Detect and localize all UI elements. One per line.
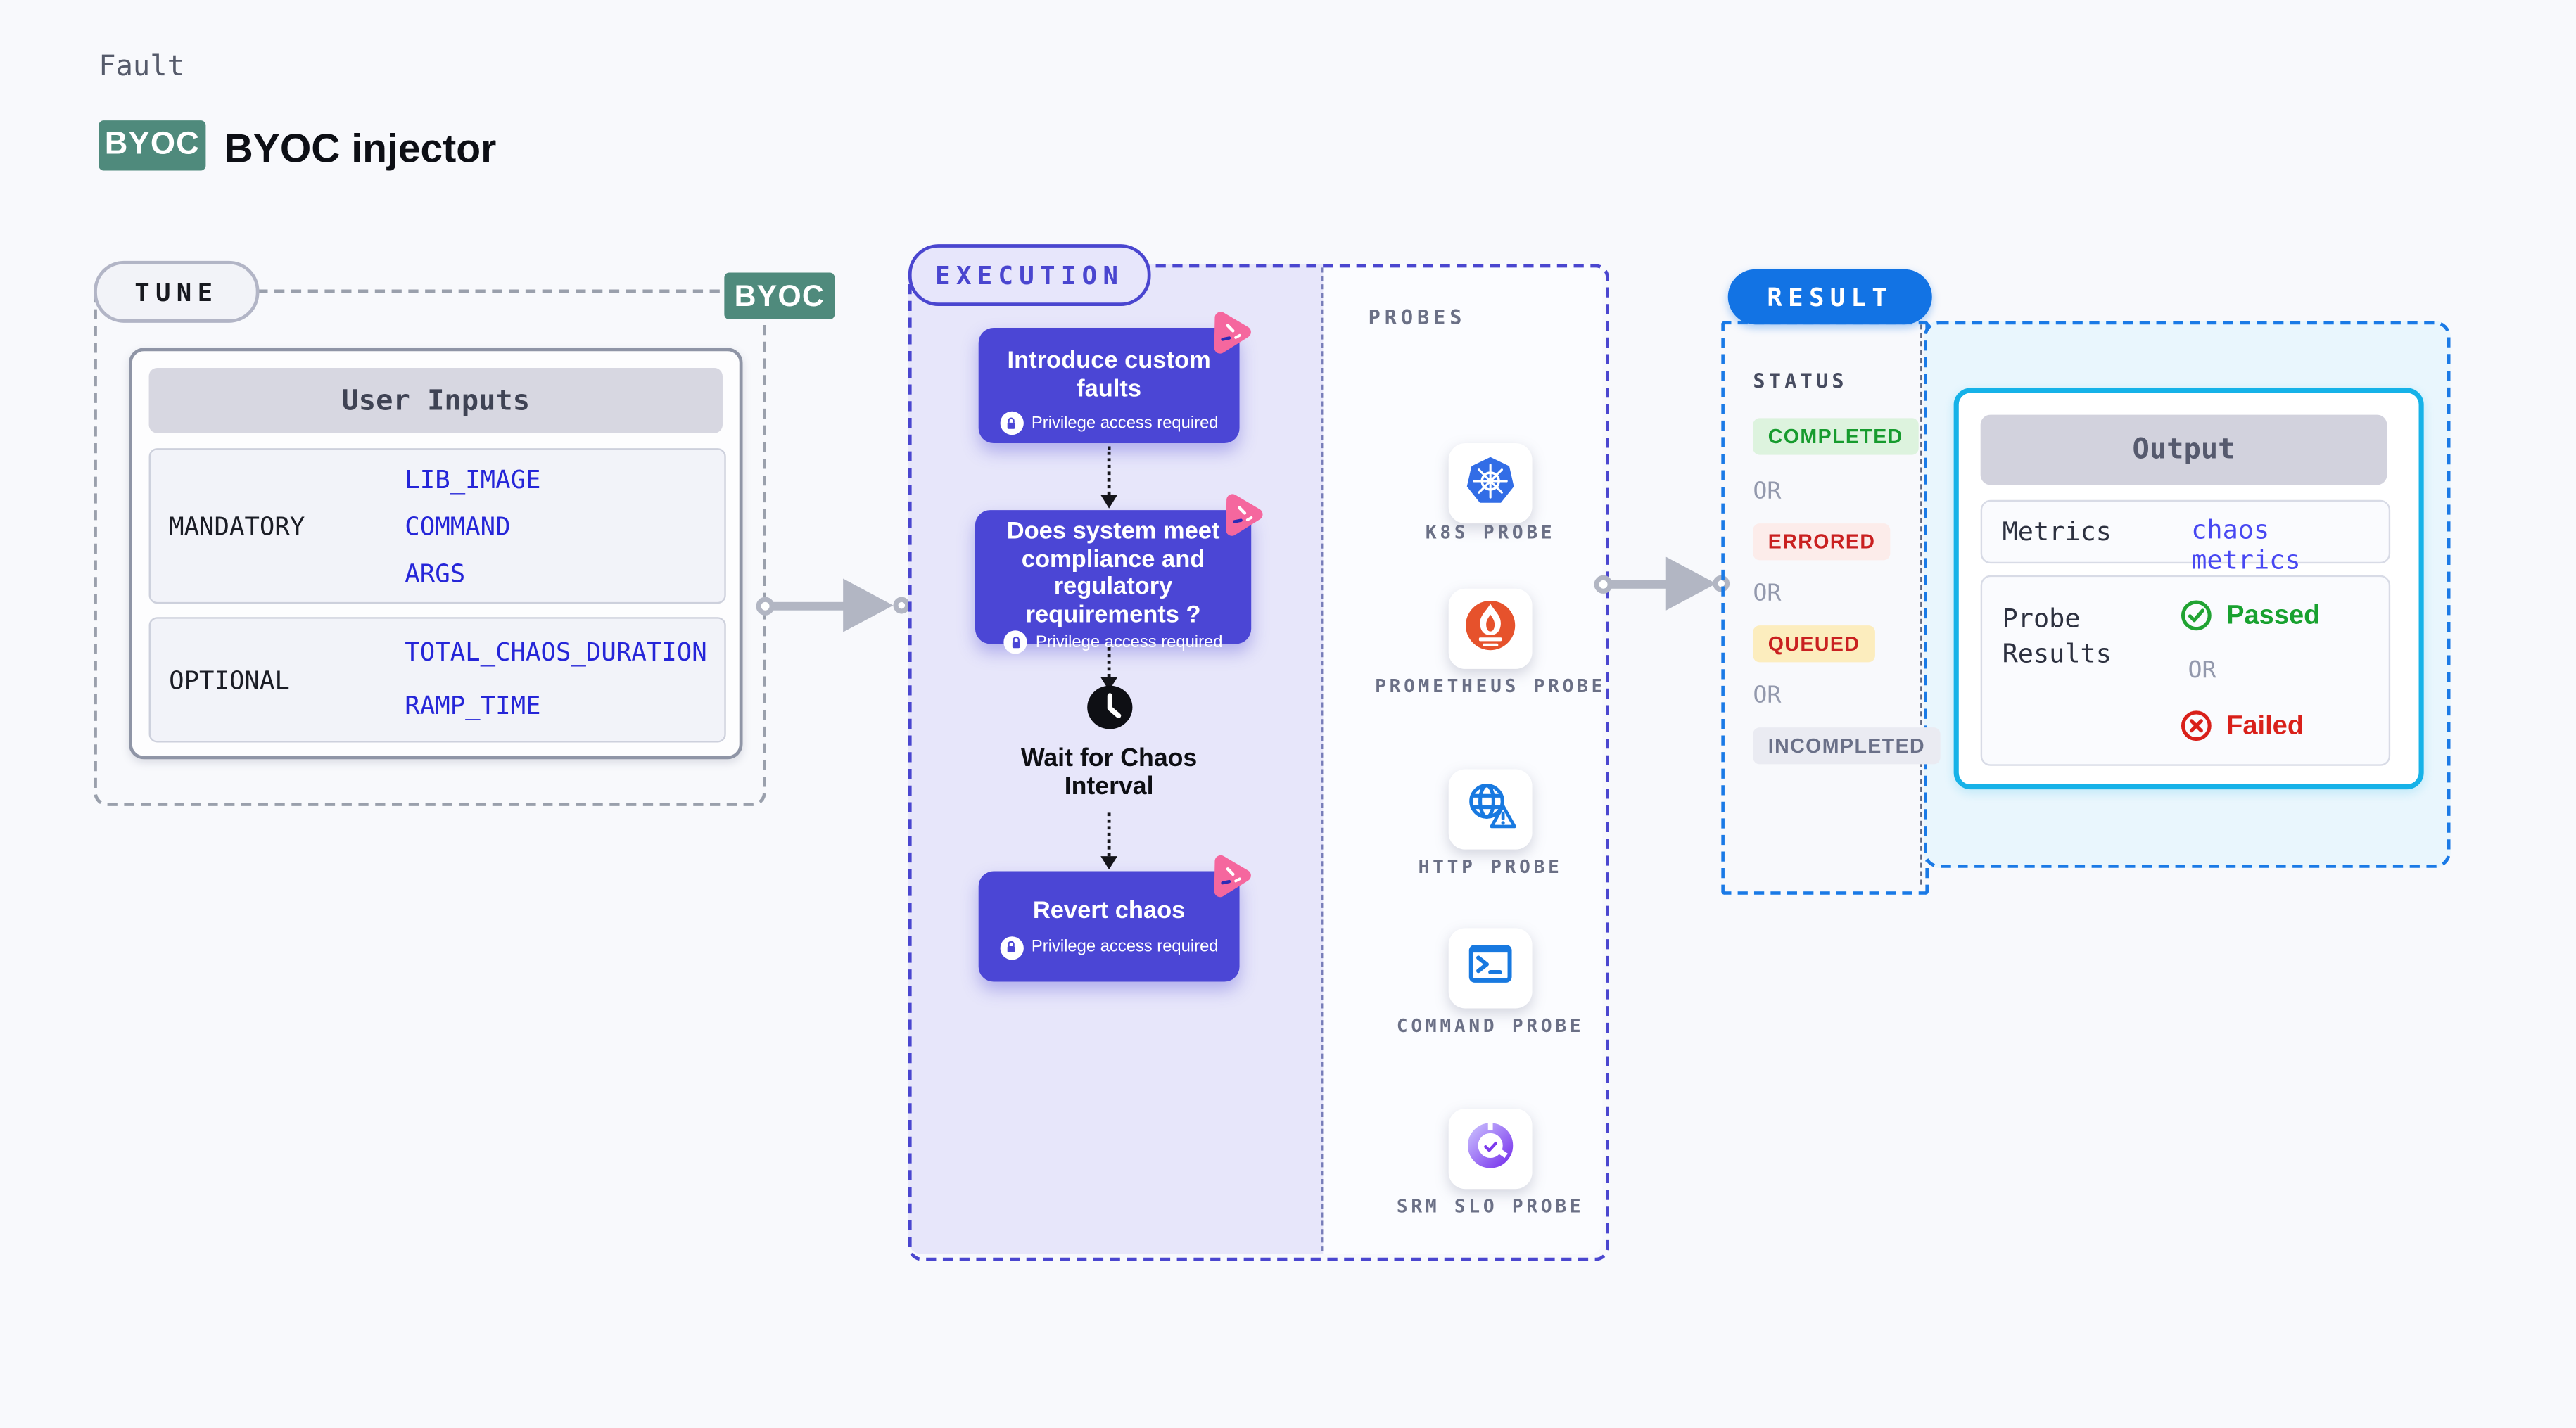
privilege-note-text: Privilege access required (1035, 632, 1223, 651)
user-inputs-card: User Inputs MANDATORY LIB_IMAGE COMMAND … (129, 348, 743, 760)
terminal-icon (1460, 934, 1521, 1002)
byoc-corner-tag: BYOC (724, 272, 835, 320)
probe-results-row: Probe Results Passed OR Failed (1980, 575, 2391, 766)
flow-connector (1107, 647, 1111, 677)
step-compliance-check: Does system meet compliance and regulato… (975, 494, 1263, 654)
probe-card-command (1448, 928, 1533, 1009)
probe-label: HTTP PROBE (1418, 856, 1563, 879)
globe-warning-icon (1460, 775, 1521, 843)
optional-label: OPTIONAL (169, 665, 290, 696)
or-label: OR (1753, 682, 1782, 709)
lock-icon (1003, 630, 1027, 654)
step-wait-title: Wait for Chaos Interval (1020, 744, 1198, 801)
execution-probes-divider (1321, 267, 1324, 1251)
status-badge-queued: QUEUED (1753, 625, 1875, 663)
step-title: Does system meet compliance and regulato… (1006, 518, 1220, 628)
step-revert-chaos: Revert chaos Privilege access required (978, 855, 1251, 982)
failed-label: Failed (2226, 712, 2304, 741)
flow-connector (1107, 812, 1111, 857)
execution-pill: EXECUTION (908, 244, 1151, 307)
privilege-note: Privilege access required (975, 630, 1251, 654)
connector-line (1609, 580, 1670, 589)
metrics-row: Metrics chaos metrics (1980, 499, 2391, 575)
metrics-label: Metrics (2002, 516, 2112, 547)
probes-section-label: PROBES (1368, 306, 1466, 330)
privilege-note: Privilege access required (979, 411, 1240, 435)
donut-check-icon (1460, 1114, 1521, 1182)
connector-end-node (893, 597, 911, 614)
arrow-down-icon (1100, 495, 1118, 509)
check-circle-icon (2180, 599, 2214, 632)
connector-line (770, 601, 845, 611)
input-value: LIB_IMAGE (405, 464, 541, 495)
mandatory-row: MANDATORY LIB_IMAGE COMMAND ARGS (148, 448, 726, 604)
input-value: TOTAL_CHAOS_DURATION (405, 637, 707, 668)
status-badge-errored: ERRORED (1753, 523, 1891, 561)
probe-label: COMMAND PROBE (1396, 1015, 1585, 1037)
or-label: OR (1753, 478, 1782, 505)
page-title: BYOC injector (224, 127, 497, 172)
result-status-box (1721, 321, 1929, 895)
connector-end-node (1713, 575, 1730, 592)
privilege-note: Privilege access required (979, 936, 1240, 960)
output-card: Output Metrics chaos metrics Probe Resul… (1953, 388, 2424, 790)
metrics-value: chaos metrics (2191, 515, 2301, 575)
flow-connector (1107, 446, 1111, 495)
step-title: Revert chaos (1032, 898, 1186, 925)
execution-group-box (908, 264, 1609, 1261)
probes-area (1323, 264, 1603, 1254)
arrow-right-icon (1665, 556, 1717, 611)
status-badge-incompleted: INCOMPLETED (1753, 727, 1941, 765)
privilege-note-text: Privilege access required (1031, 414, 1219, 433)
arrow-right-icon (843, 578, 894, 632)
probe-card-http (1448, 769, 1533, 850)
litmus-chaos-icon (1205, 852, 1255, 903)
or-label: OR (1753, 580, 1782, 607)
status-badge-completed: COMPLETED (1753, 418, 1919, 455)
fault-kicker: Fault (99, 50, 184, 84)
tune-pill: TUNE (94, 260, 260, 323)
probe-card-k8s (1448, 442, 1533, 524)
prometheus-icon (1460, 594, 1521, 663)
privilege-note-text: Privilege access required (1031, 938, 1219, 957)
probe-label: K8S PROBE (1425, 521, 1556, 544)
probe-label: PROMETHEUS PROBE (1375, 675, 1606, 698)
lock-icon (999, 411, 1024, 435)
status-section-label: STATUS (1753, 369, 1848, 393)
byoc-logo-badge: BYOC (99, 120, 206, 171)
step-introduce-custom-faults: Introduce custom faults Privilege access… (978, 312, 1251, 443)
status-output-divider (1920, 324, 1922, 885)
input-value: RAMP_TIME (405, 690, 541, 721)
mandatory-label: MANDATORY (169, 511, 305, 542)
arrow-down-icon (1100, 856, 1118, 870)
passed-label: Passed (2226, 601, 2321, 631)
result-pill: RESULT (1727, 269, 1932, 325)
probe-card-prometheus (1448, 588, 1533, 669)
optional-row: OPTIONAL TOTAL_CHAOS_DURATION RAMP_TIME (148, 617, 726, 743)
output-header: Output (1980, 414, 2387, 485)
probe-card-srm-slo (1448, 1109, 1533, 1190)
x-circle-icon (2180, 709, 2214, 743)
kubernetes-icon (1460, 449, 1521, 517)
litmus-chaos-icon (1205, 308, 1255, 359)
tune-group-box (94, 289, 766, 806)
input-value: COMMAND (405, 511, 511, 542)
input-value: ARGS (405, 559, 466, 589)
clock-icon (1087, 685, 1133, 729)
probe-results-label: Probe Results (2002, 604, 2112, 669)
user-inputs-header: User Inputs (148, 368, 723, 433)
probe-label: SRM SLO PROBE (1396, 1195, 1585, 1218)
litmus-chaos-icon (1217, 490, 1267, 541)
step-title: Introduce custom faults (1007, 348, 1211, 402)
or-label: OR (2188, 657, 2216, 684)
lock-icon (999, 936, 1024, 960)
